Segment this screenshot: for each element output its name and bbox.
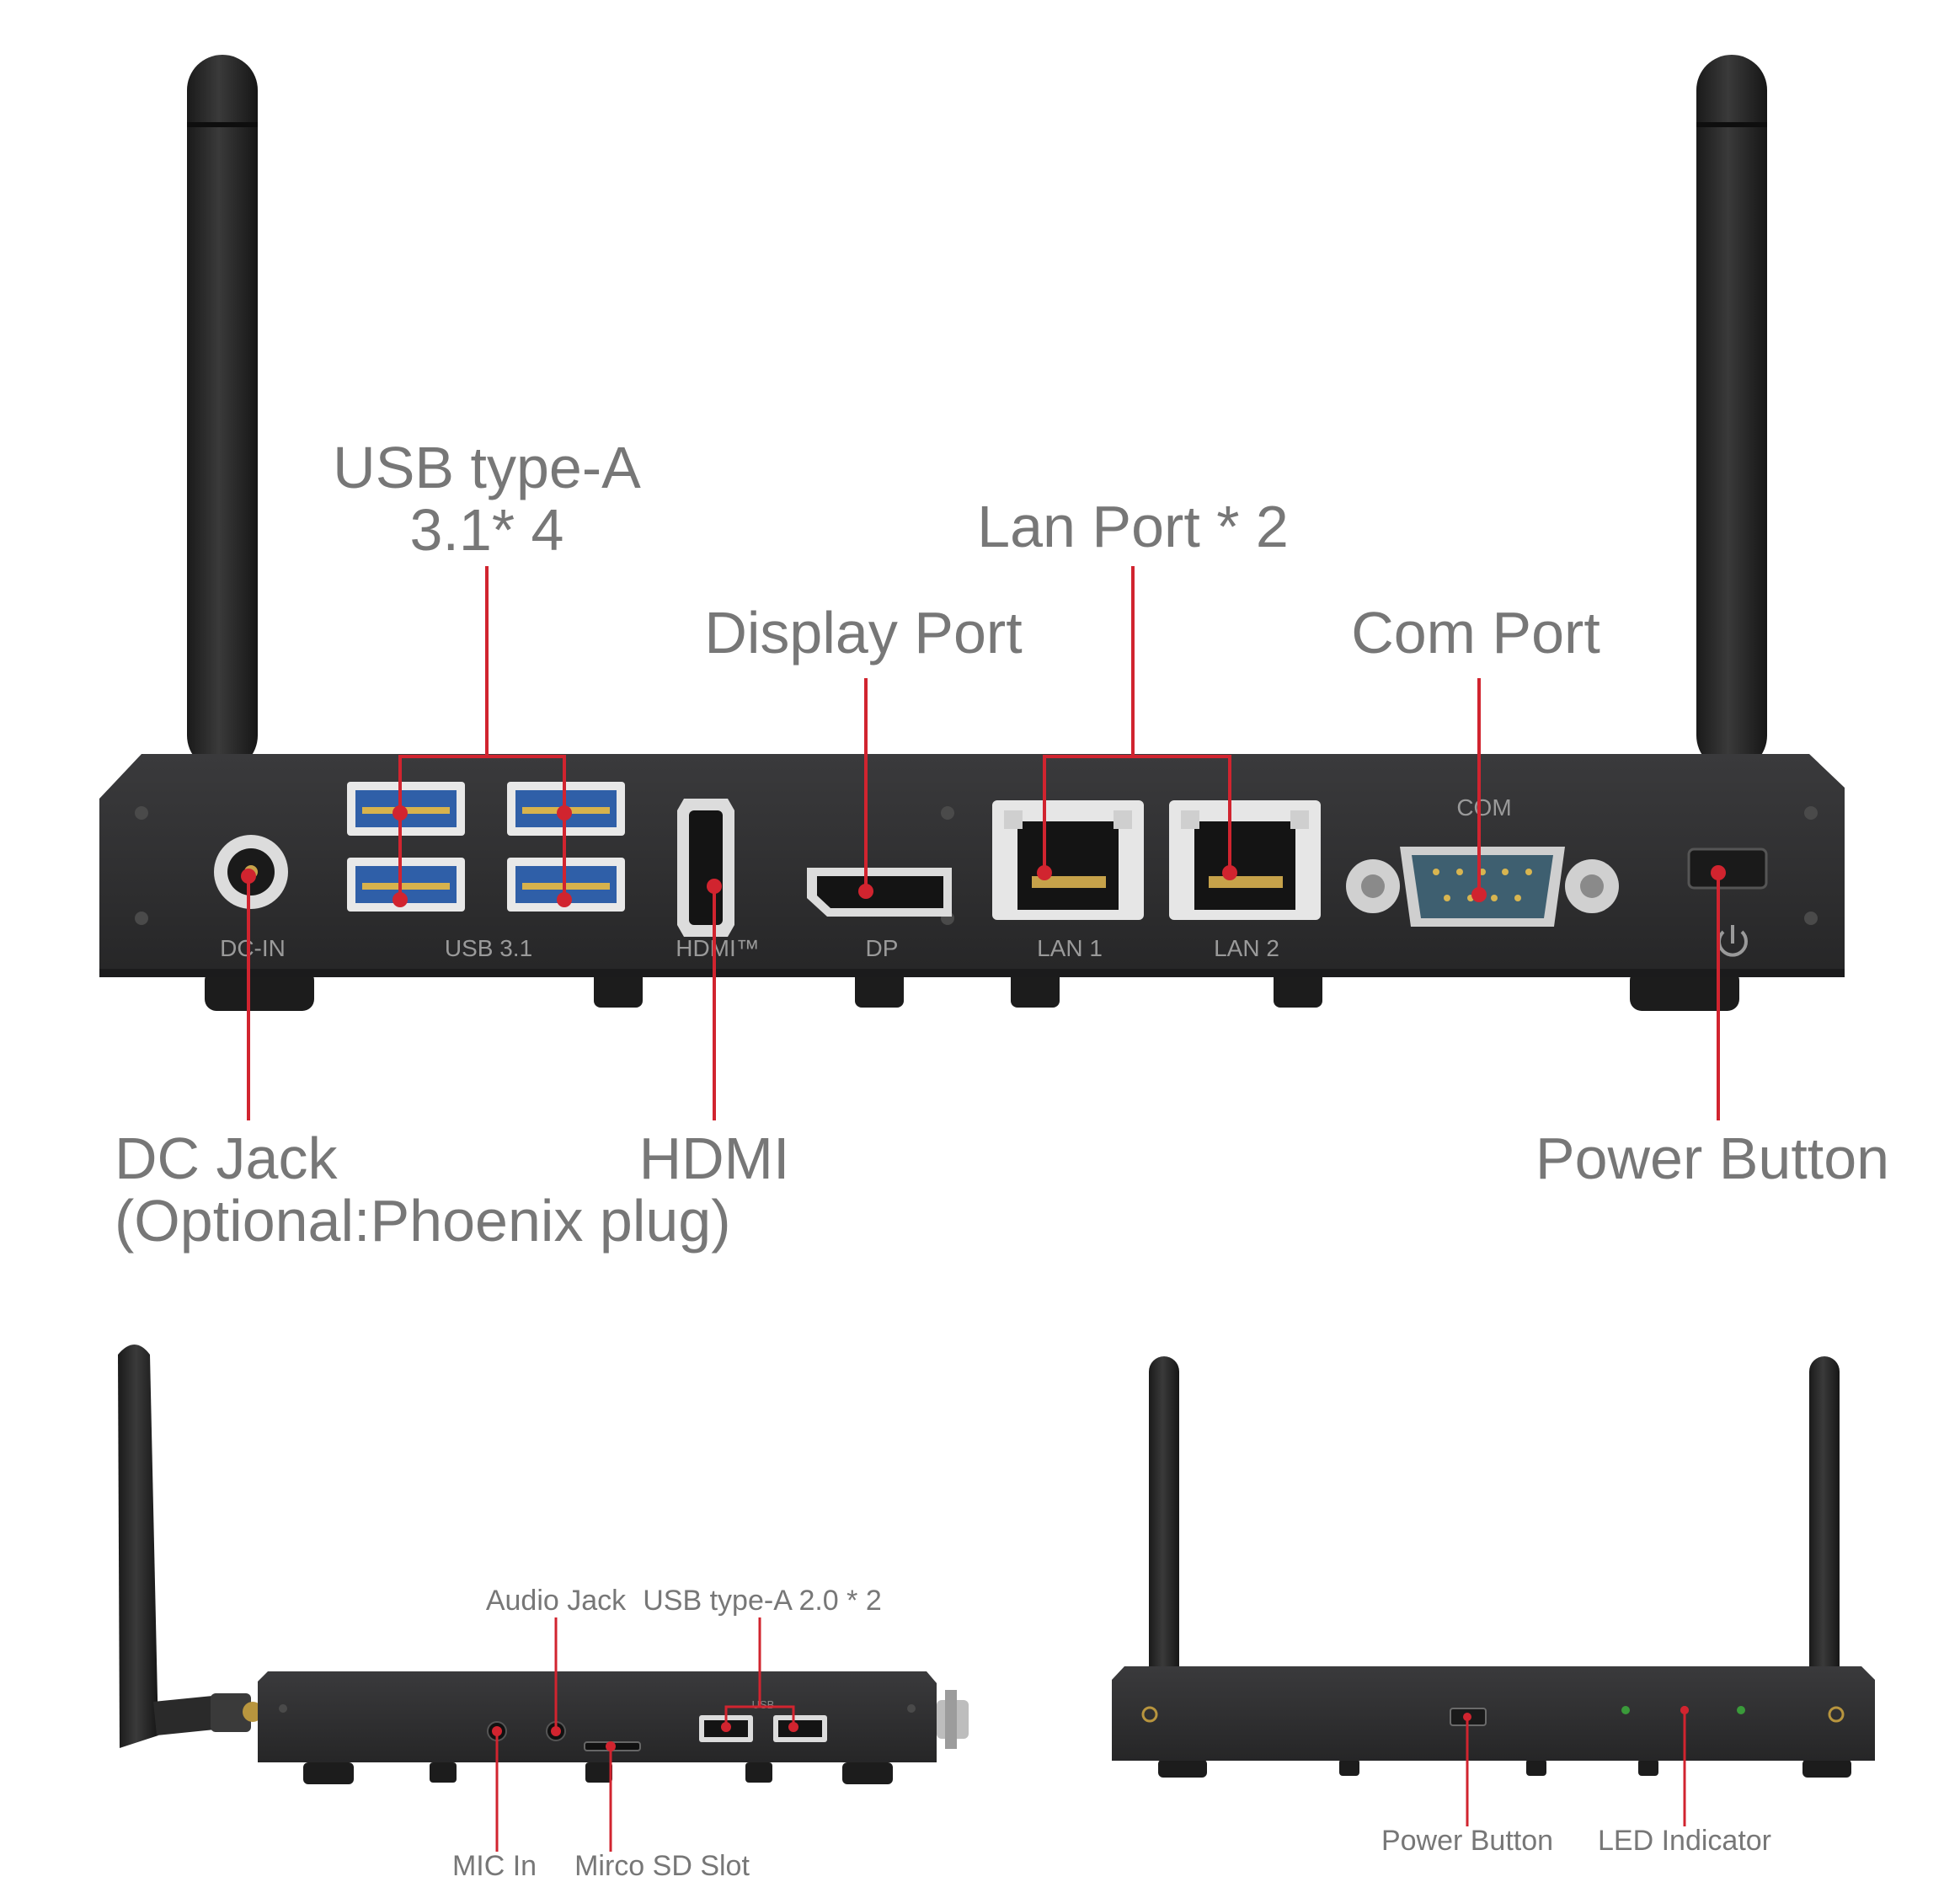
callout-led-indicator: LED Indicator [1598,1825,1771,1857]
front-callout-lines [1466,1710,1686,1826]
silk-lan2: LAN 2 [1214,935,1279,961]
callout-audio-jack: Audio Jack [485,1585,627,1617]
callout-micro-sd: Mirco SD Slot [574,1850,750,1882]
right-antenna [1696,55,1767,771]
silk-hdmi: HDMI™ [676,935,760,961]
callout-usb31-line2: 3.1* 4 [409,497,564,563]
front-chassis [1112,1666,1875,1761]
com-port [1346,847,1619,927]
foot [205,969,314,1011]
front-right-antenna [1809,1356,1840,1710]
callout-front-power-button: Power Button [1381,1825,1554,1857]
callout-hdmi: HDMI [638,1125,790,1191]
side-view-device: USB [118,1345,969,1784]
rear-callout-dots [241,805,1726,907]
side-antenna [118,1345,158,1748]
silk-lan1: LAN 1 [1037,935,1103,961]
callout-dc-jack-line2: (Optional:Phoenix plug) [115,1188,731,1254]
led-power [1737,1706,1745,1714]
callout-usb31-line1: USB type-A [333,435,641,500]
side-callout-dots [492,1722,798,1751]
callout-lan: Lan Port * 2 [977,494,1289,559]
side-chassis [258,1671,937,1762]
side-callout-lines [495,1617,795,1852]
front-left-antenna [1149,1356,1179,1710]
led-network [1621,1706,1630,1714]
callout-mic-in: MIC In [451,1850,537,1882]
callout-displayport: Display Port [704,600,1023,666]
silk-com: COM [1456,794,1511,821]
silk-usb: USB [752,1698,775,1711]
silk-dp: DP [866,935,899,961]
callout-usb2: USB type-A 2.0 * 2 [643,1585,882,1617]
foot [1630,969,1739,1011]
silk-usb31: USB 3.1 [445,935,532,961]
rear-view-device: DC-IN USB 3.1 HDMI™ DP LAN 1 LAN 2 COM [99,55,1845,1011]
rear-callout-lines [247,566,1720,1120]
left-antenna [187,55,258,771]
front-callout-dots [1463,1706,1689,1721]
lan-ports [992,800,1321,920]
callout-power-button: Power Button [1535,1125,1890,1191]
callout-com: Com Port [1351,600,1600,666]
front-view-device [1112,1356,1875,1778]
silk-dc-in: DC-IN [220,935,286,961]
power-button [1687,847,1768,890]
callout-dc-jack-line1: DC Jack [115,1125,338,1191]
